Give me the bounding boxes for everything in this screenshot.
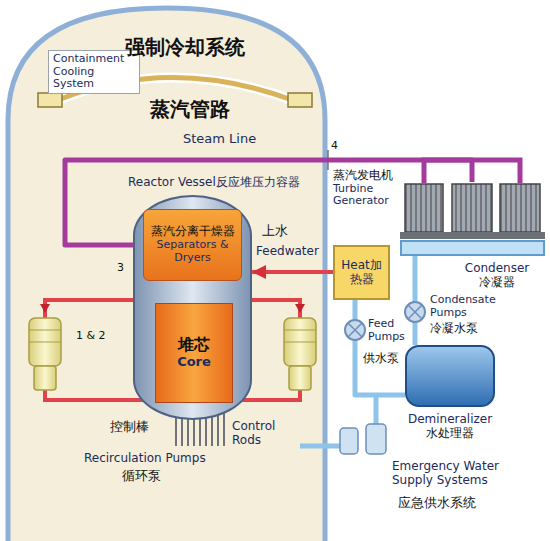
turbine-label: 蒸汽发电机 [333, 169, 396, 183]
flow-arrow [295, 304, 305, 313]
pipe-label: Feedwater [256, 245, 319, 259]
part-label: 供水泵 [363, 352, 399, 366]
pipe-connector [65, 160, 472, 245]
feed-pump [345, 320, 365, 340]
pipe-connector [252, 270, 333, 274]
system-label: Emergency Water Supply Systems [392, 460, 512, 488]
pipe-label: 上水 [262, 224, 288, 239]
part-label: 冷凝水泵 [430, 322, 478, 336]
condenser-label: Condenser [452, 262, 542, 276]
separator-dryer: 蒸汽分离干燥器Separators & Dryers [143, 209, 242, 281]
turbine-base [400, 232, 545, 239]
pipe-label: 蒸汽管路 [150, 98, 230, 121]
turbine-stage [405, 184, 443, 232]
label-group: Condenser冷凝器 [452, 262, 542, 290]
part-label: Recirculation Pumps [84, 452, 206, 466]
callout-number: 3 [117, 262, 124, 275]
part-label: 控制棒 [110, 420, 149, 435]
callout-number: 1 & 2 [76, 330, 106, 343]
label-group: 蒸汽发电机Turbine Generator [333, 169, 396, 208]
pipe-label: Steam Line [183, 132, 256, 147]
demineralizer-label: Demineralizer [400, 413, 500, 427]
pipe-connector [413, 256, 418, 345]
core-label: Core [177, 355, 211, 370]
callout-number: 4 [331, 140, 338, 153]
condenser-label: 冷凝器 [452, 276, 542, 290]
emergency-tank [340, 428, 358, 454]
part-label: Control Rods [232, 420, 294, 448]
turbine-stage [500, 184, 540, 232]
reactor-core: 堆芯Core [155, 303, 233, 403]
core-label: 堆芯 [178, 336, 210, 354]
turbine-generator: 蒸汽发电机Turbine Generator [400, 182, 545, 240]
heater-label: Heat加热器 [337, 259, 386, 287]
emergency-pipe [300, 395, 376, 446]
part-label: 循环泵 [122, 469, 161, 484]
part-label: Condensate Pumps [430, 294, 510, 319]
demineralizer-tank: Demineralizer水处理器 [405, 345, 495, 407]
system-label: 应急供水系统 [398, 496, 476, 511]
recirculation-pump [29, 318, 61, 390]
flow-arrow [40, 304, 50, 313]
cooling-unit [288, 93, 312, 107]
reactor-vessel: Reactor Vessel反应堆压力容器蒸汽分离干燥器Separators &… [133, 195, 252, 420]
heater: Heat加热器 [333, 245, 390, 300]
separator-label: Separators & Dryers [147, 239, 238, 264]
condensate-pump [405, 302, 425, 322]
turbine-stage [452, 184, 492, 232]
separator-label: 蒸汽分离干燥器 [151, 225, 235, 239]
emergency-tank [366, 424, 386, 454]
label-group: Demineralizer水处理器 [400, 413, 500, 441]
system-label: 强制冷却系统 [125, 36, 245, 59]
condenser: Condenser冷凝器 [400, 240, 545, 256]
label-group: Reactor Vessel反应堆压力容器 [128, 176, 300, 190]
vessel-label: Reactor Vessel反应堆压力容器 [128, 176, 300, 190]
containment-dome [8, 8, 325, 541]
part-label: Feed Pumps [368, 318, 404, 343]
pipe-connector [355, 300, 405, 395]
recirculation-pump [284, 318, 316, 390]
turbine-label: Turbine Generator [333, 183, 396, 208]
demineralizer-label: 水处理器 [400, 427, 500, 441]
cooling-unit [38, 93, 62, 107]
